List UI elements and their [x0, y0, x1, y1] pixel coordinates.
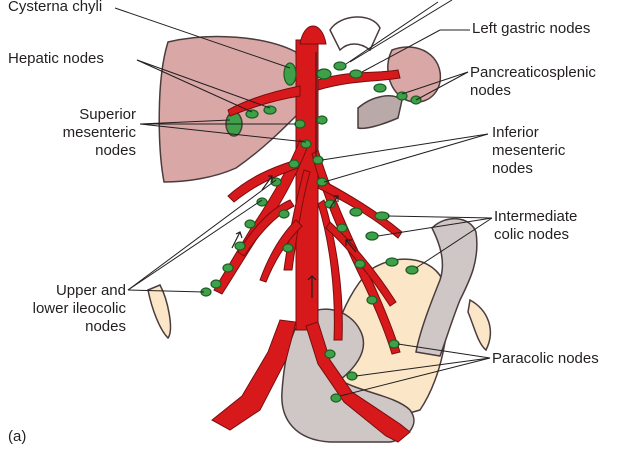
- pancreas: [358, 96, 402, 129]
- sm-node: [279, 210, 289, 218]
- sm-node: [289, 160, 299, 168]
- intermediate-colic-node: [350, 208, 362, 216]
- paracolic-node: [331, 394, 341, 402]
- im-node: [367, 296, 377, 304]
- paracolic-node: [347, 372, 357, 380]
- lymph-node: [317, 69, 331, 79]
- colon-left-curl: [148, 285, 170, 338]
- hepatic-node: [264, 106, 276, 114]
- intermediate-colic-node: [366, 232, 378, 240]
- label-left-gastric-nodes: Left gastric nodes: [472, 20, 590, 38]
- paracolic-node: [389, 340, 399, 348]
- im-node: [313, 156, 323, 164]
- ileocolic-node: [223, 264, 233, 272]
- label-ileocolic-nodes: Upper and lower ileocolic nodes: [6, 282, 126, 336]
- label-inferior-mesenteric-nodes: Inferior mesenteric nodes: [492, 124, 565, 178]
- intermediate-colic-node: [406, 266, 418, 274]
- ileocolic-node: [211, 280, 221, 288]
- lymph-node: [350, 70, 362, 78]
- lymph-node: [334, 62, 346, 70]
- label-superior-mesenteric-nodes: Superior mesenteric nodes: [16, 106, 136, 160]
- stomach: [330, 17, 380, 50]
- im-node: [337, 224, 347, 232]
- hepatic-node: [246, 110, 258, 118]
- label-hepatic-nodes: Hepatic nodes: [8, 50, 104, 68]
- label-paracolic-nodes: Paracolic nodes: [492, 350, 599, 368]
- sm-node: [245, 220, 255, 228]
- lymph-node: [317, 116, 327, 124]
- lymph-node: [374, 84, 386, 92]
- sm-node: [283, 244, 293, 252]
- sm-node: [235, 242, 245, 250]
- intermediate-colic-node: [386, 258, 398, 266]
- label-cysterna-chyli: Cysterna chyli: [8, 0, 102, 16]
- im-node: [355, 260, 365, 268]
- panel-label: (a): [8, 428, 26, 446]
- label-pancreaticosplenic-nodes: Pancreaticosplenic nodes: [470, 64, 596, 100]
- right-curl: [468, 300, 490, 350]
- lymph-node: [295, 120, 305, 128]
- im-node: [325, 200, 335, 208]
- paracolic-node: [325, 350, 335, 358]
- aortic-top: [300, 26, 326, 44]
- label-intermediate-colic-nodes: Intermediate colic nodes: [494, 208, 577, 244]
- intermediate-colic-node: [375, 212, 389, 220]
